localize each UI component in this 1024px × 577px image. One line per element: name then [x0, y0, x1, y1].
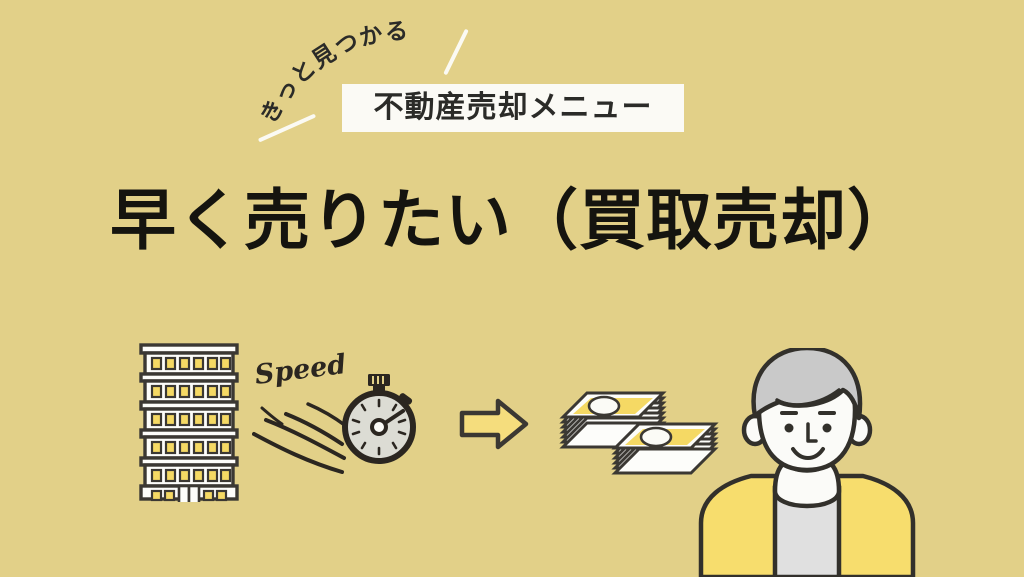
speed-stopwatch-illustration: Speed: [252, 352, 416, 474]
slash-decoration-left: [257, 113, 317, 143]
illustration-row: Speed: [0, 330, 1024, 577]
speed-script-label: Speed: [253, 352, 348, 391]
cash-stacks-icon: [559, 391, 719, 475]
eye-right: [822, 423, 832, 433]
apartment-building-icon: [139, 343, 239, 502]
right-arrow-icon: [459, 398, 529, 450]
hair-strand: [775, 388, 841, 407]
cash-stack-front: [611, 422, 719, 475]
menu-title-plate: 不動産売却メニュー: [342, 84, 684, 132]
nose: [806, 422, 818, 443]
page-title: 早く売りたい（買取売却）: [110, 182, 914, 259]
mouth: [791, 447, 825, 460]
slash-decoration-right: [443, 28, 469, 76]
smiling-person-illustration: [698, 348, 916, 577]
eye-left: [784, 423, 794, 433]
menu-title-label: 不動産売却メニュー: [373, 90, 653, 125]
